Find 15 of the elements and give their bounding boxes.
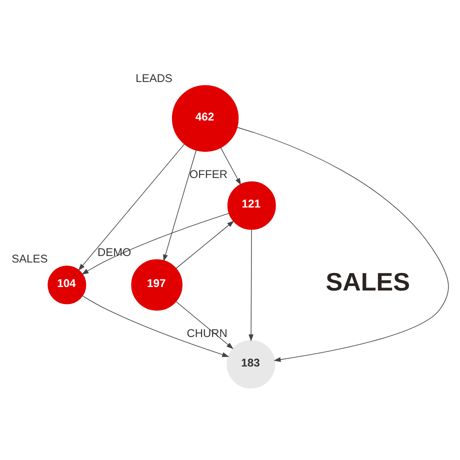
arrow (82, 212, 230, 274)
arrow (236, 126, 449, 362)
node-label: LEADS (136, 72, 172, 84)
arrow (248, 228, 254, 341)
arrow (220, 146, 242, 185)
arrow (176, 220, 234, 268)
node-circle: 104 (48, 265, 86, 304)
arrow (82, 294, 230, 356)
node-circle: 197 (131, 258, 182, 310)
label: SALES (326, 268, 410, 296)
arrow (163, 149, 197, 262)
node-label: SALES (12, 252, 48, 265)
arrow (78, 143, 185, 270)
node-label: OFFER (189, 168, 228, 181)
node-circle: 462 (172, 84, 239, 152)
